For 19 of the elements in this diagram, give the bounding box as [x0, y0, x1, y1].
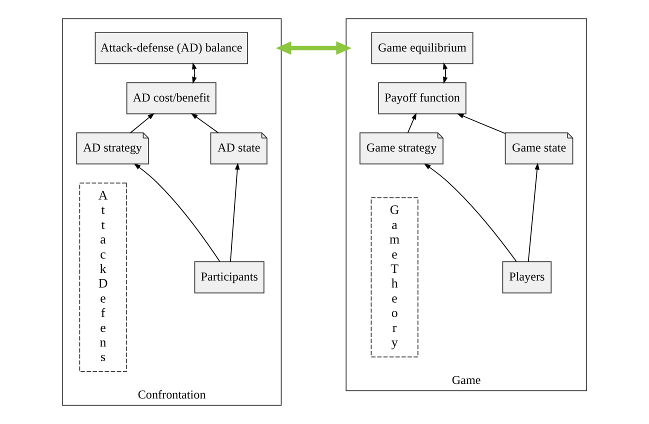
arrow	[230, 162, 240, 262]
arrow	[190, 113, 219, 134]
node-box: Payoff function	[378, 82, 466, 114]
arrow	[407, 112, 416, 134]
node-box: Game Theory	[370, 197, 418, 358]
node-box: Attack Defens	[79, 182, 127, 372]
node-box: Game equilibrium	[371, 32, 474, 64]
arrow	[456, 113, 506, 134]
node-box: AD cost/benefit	[126, 82, 216, 114]
arrow	[276, 41, 352, 55]
node-box: Attack-defense (AD) balance	[94, 32, 248, 64]
arrow	[528, 162, 540, 262]
arrow	[192, 62, 197, 84]
arrow	[134, 163, 220, 262]
node-box: Players	[502, 261, 552, 294]
arrow	[424, 163, 517, 262]
arrow	[130, 112, 155, 134]
arrow	[442, 62, 448, 84]
node-box: Participants	[194, 261, 264, 294]
